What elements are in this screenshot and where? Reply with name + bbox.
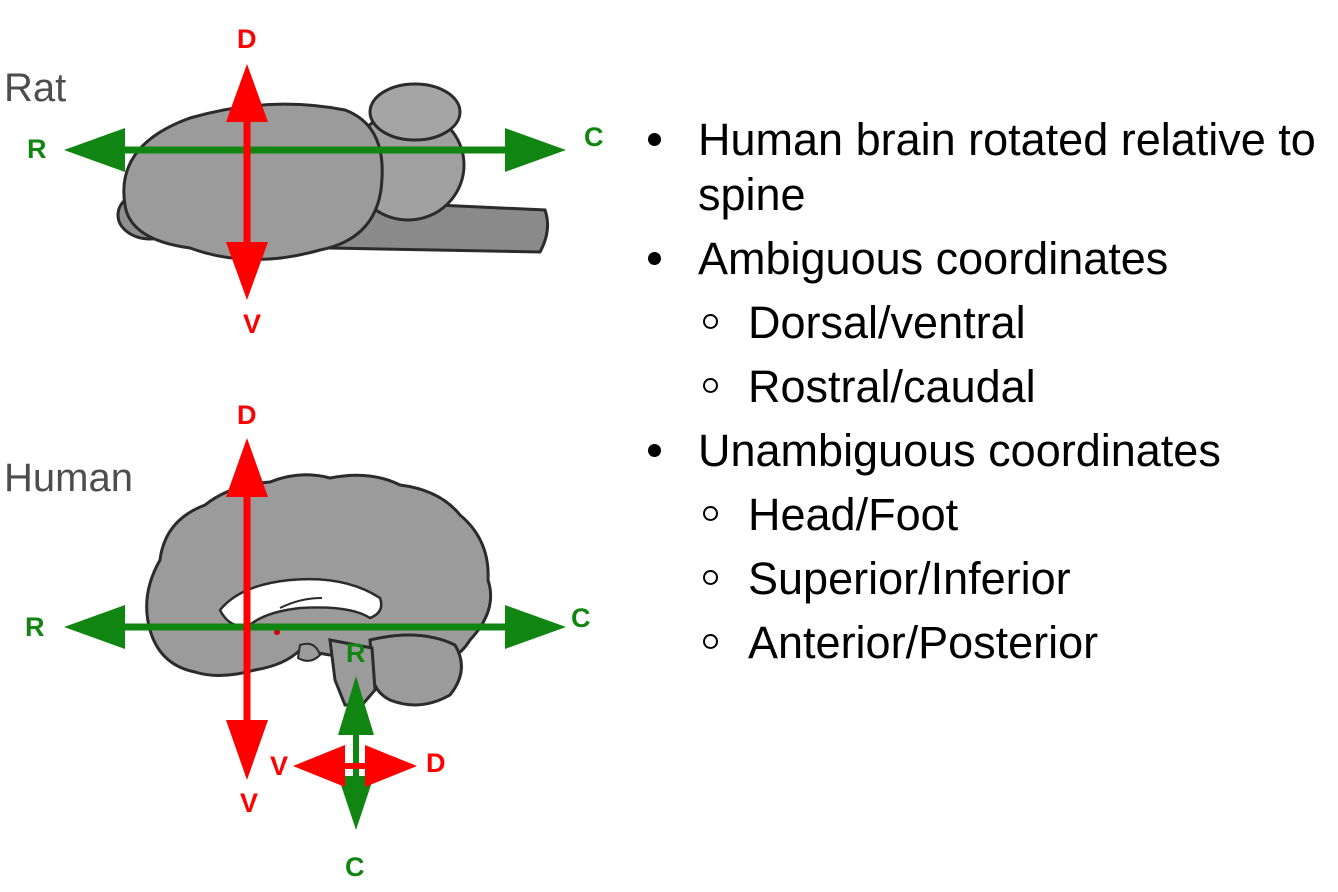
rat-ventral-label: V (243, 309, 261, 339)
spine-ventral-dorsal-axis (293, 745, 417, 787)
sub-bullet-text: Rostral/caudal (748, 361, 1036, 412)
rat-label: Rat (4, 66, 66, 110)
spine-dorsal-label: D (426, 748, 446, 778)
sub-bullet-text: Head/Foot (748, 489, 959, 540)
sub-bullet-text: Dorsal/ventral (748, 297, 1026, 348)
hollow-bullet-icon (703, 506, 718, 521)
human-rostral-label: R (25, 612, 45, 642)
spine-caudal-label: C (345, 852, 365, 882)
hollow-bullet-icon (703, 378, 718, 393)
sub-bullet-rostral-caudal: Rostral/caudal (698, 359, 1332, 414)
spine-rostral-label: R (346, 638, 366, 668)
hollow-bullet-icon (703, 314, 718, 329)
bullet-text: Ambiguous coordinates (698, 233, 1169, 284)
bullet-text: Unambiguous coordinates (698, 425, 1221, 476)
sub-bullet-anterior-posterior: Anterior/Posterior (698, 615, 1332, 670)
human-dorsal-label: D (237, 400, 257, 430)
spine-rostral-caudal-axis (338, 676, 374, 830)
human-label: Human (4, 456, 133, 500)
filled-bullet-icon (648, 252, 661, 265)
bullet-list: Human brain rotated relative to spine Am… (642, 112, 1332, 679)
human-rostral-caudal-axis (64, 605, 566, 649)
filled-bullet-icon (648, 133, 661, 146)
bullet-unambiguous-coordinates: Unambiguous coordinates Head/Foot Superi… (642, 423, 1332, 670)
spine-ventral-label: V (270, 751, 288, 781)
bullet-ambiguous-coordinates: Ambiguous coordinates Dorsal/ventral Ros… (642, 231, 1332, 414)
hollow-bullet-icon (703, 570, 718, 585)
rat-dorsal-ventral-axis (226, 64, 268, 300)
hollow-bullet-icon (703, 634, 718, 649)
human-ventral-label: V (240, 788, 258, 818)
sub-bullet-head-foot: Head/Foot (698, 487, 1332, 542)
sub-bullet-superior-inferior: Superior/Inferior (698, 551, 1332, 606)
bullet-human-brain-rotated: Human brain rotated relative to spine (642, 112, 1332, 222)
human-caudal-label: C (571, 603, 591, 633)
rat-caudal-label: C (584, 122, 604, 152)
bullet-text: Human brain rotated relative to spine (698, 114, 1316, 220)
rat-rostral-caudal-axis (64, 128, 566, 172)
rat-rostral-label: R (27, 134, 47, 164)
rat-brain (116, 82, 550, 261)
sub-bullet-text: Anterior/Posterior (748, 617, 1099, 668)
human-brain (145, 473, 493, 707)
rat-dorsal-label: D (237, 24, 257, 54)
orientation-diagram: Rat R C D V Human (4, 24, 604, 882)
sub-bullet-dorsal-ventral: Dorsal/ventral (698, 295, 1332, 350)
sub-bullet-text: Superior/Inferior (748, 553, 1071, 604)
filled-bullet-icon (648, 444, 661, 457)
human-dorsal-ventral-axis (226, 438, 268, 780)
